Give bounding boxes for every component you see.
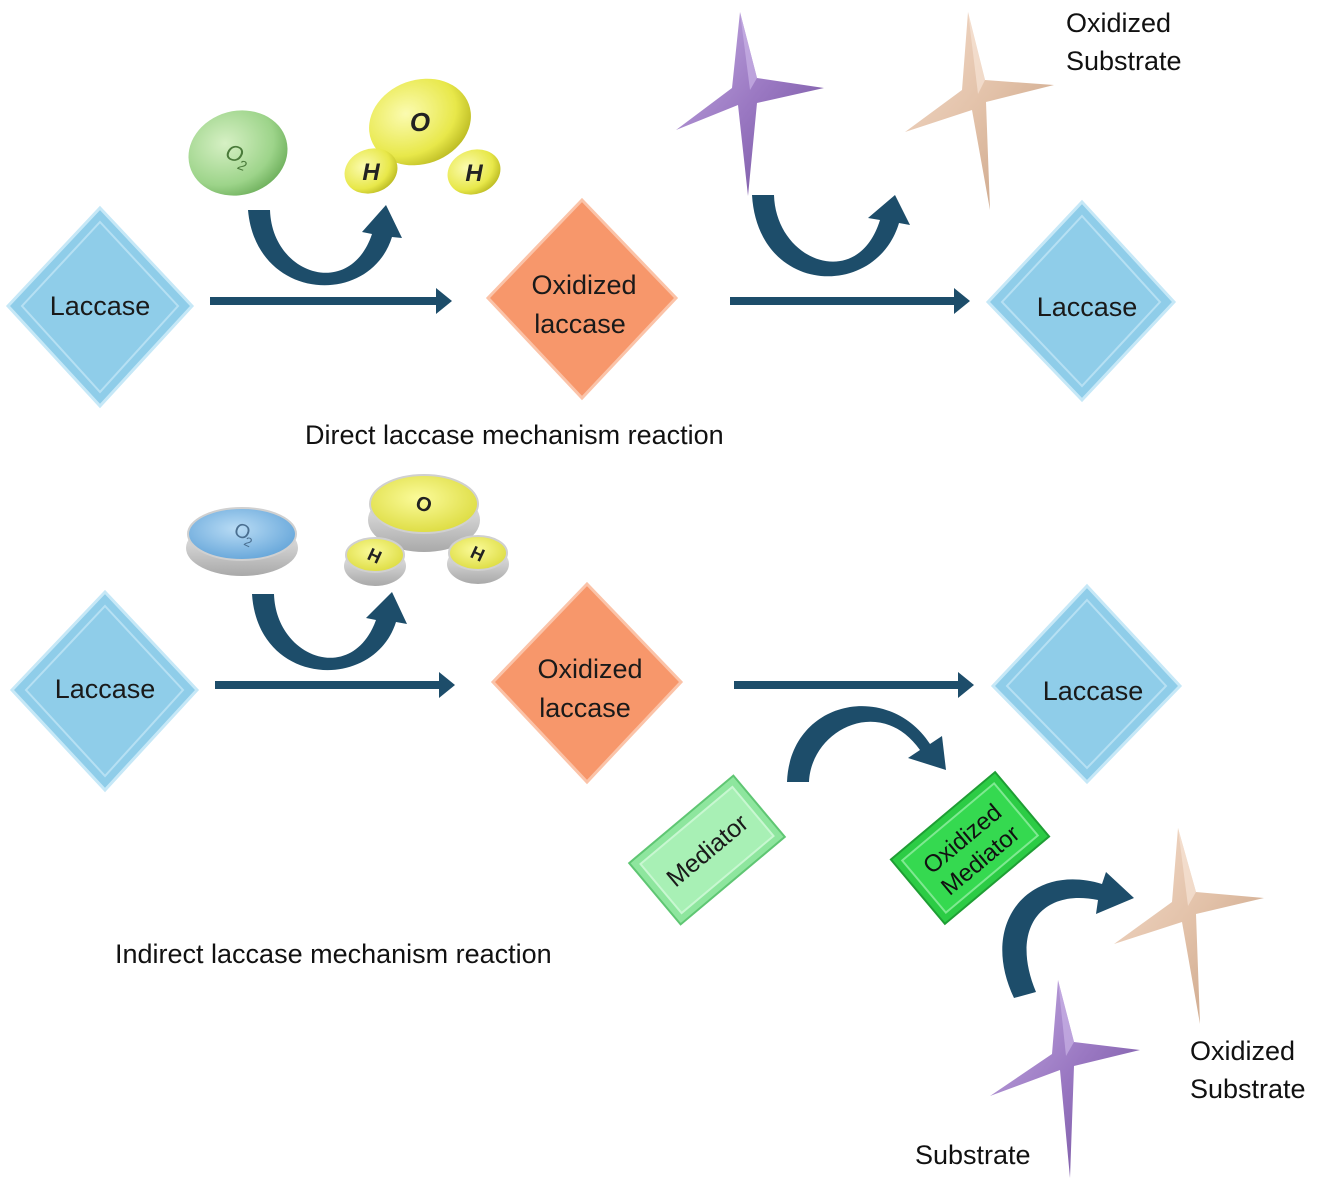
- o2-molecule-icon-indirect: O 2: [186, 507, 298, 576]
- product-laccase-label-indirect: Laccase: [1043, 676, 1144, 706]
- substrate-curved-arrow-indirect: [1002, 872, 1134, 998]
- oxidized-laccase-line1-indirect: Oxidized: [537, 654, 642, 684]
- laccase-label-indirect: Laccase: [55, 674, 156, 704]
- oxidized-laccase-node-direct: Oxidized laccase: [485, 197, 679, 401]
- oxidized-laccase-line2-direct: laccase: [534, 309, 626, 339]
- indirect-mechanism-caption: Indirect laccase mechanism reaction: [115, 939, 552, 969]
- oxidized-substrate-line1-indirect: Oxidized: [1190, 1036, 1296, 1066]
- oxidized-substrate-star-icon-indirect: [1114, 828, 1264, 1024]
- product-laccase-label-direct: Laccase: [1037, 292, 1138, 322]
- mediator-node: Mediator: [627, 774, 787, 926]
- oxidized-substrate-star-icon-direct: [905, 12, 1054, 210]
- substrate-star-icon-direct: [676, 12, 824, 196]
- oxidized-substrate-line2-direct: Substrate: [1066, 46, 1182, 76]
- reaction-arrow-2-direct: [730, 288, 970, 314]
- laccase-node-indirect: Laccase: [9, 589, 200, 793]
- oxidized-substrate-label-indirect: Oxidized Substrate: [1190, 1032, 1306, 1108]
- reaction-arrow-2-indirect: [734, 672, 974, 698]
- substrate-label-indirect: Substrate: [915, 1140, 1031, 1170]
- water-h2-label-direct: H: [465, 160, 483, 187]
- oxidized-laccase-line2-indirect: laccase: [539, 693, 631, 723]
- water-o-label-indirect: O: [413, 492, 435, 518]
- oxidized-mediator-node: Oxidized Mediator: [889, 770, 1051, 926]
- water-molecule-icon-direct: O H H: [344, 78, 501, 195]
- o2-molecule-icon-direct: O 2: [188, 110, 288, 196]
- reaction-arrow-1-direct: [210, 288, 452, 314]
- oxidized-substrate-line1-direct: Oxidized: [1066, 8, 1172, 38]
- laccase-label-direct: Laccase: [50, 291, 151, 321]
- oxidized-laccase-node-indirect: Oxidized laccase: [490, 581, 684, 785]
- mediator-curved-arrow: [787, 706, 946, 782]
- oxidized-laccase-line1-direct: Oxidized: [531, 270, 636, 300]
- water-h1-label-direct: H: [362, 159, 380, 186]
- substrate-star-icon-indirect: [990, 980, 1140, 1178]
- o2-to-water-curved-arrow-indirect: [252, 592, 407, 671]
- o2-to-water-curved-arrow-direct: [248, 205, 402, 286]
- reaction-arrow-1-indirect: [215, 672, 455, 698]
- water-molecule-icon-indirect: O H H: [344, 474, 509, 586]
- substrate-curved-arrow-direct: [752, 195, 910, 277]
- laccase-node-direct: Laccase: [5, 205, 195, 409]
- oxidized-substrate-line2-indirect: Substrate: [1190, 1074, 1306, 1104]
- product-laccase-node-direct: Laccase: [985, 199, 1177, 403]
- direct-mechanism-caption: Direct laccase mechanism reaction: [305, 420, 724, 450]
- water-o-label-direct: O: [410, 107, 430, 137]
- product-laccase-node-indirect: Laccase: [990, 583, 1183, 785]
- oxidized-substrate-label-direct: Oxidized Substrate: [1066, 4, 1182, 80]
